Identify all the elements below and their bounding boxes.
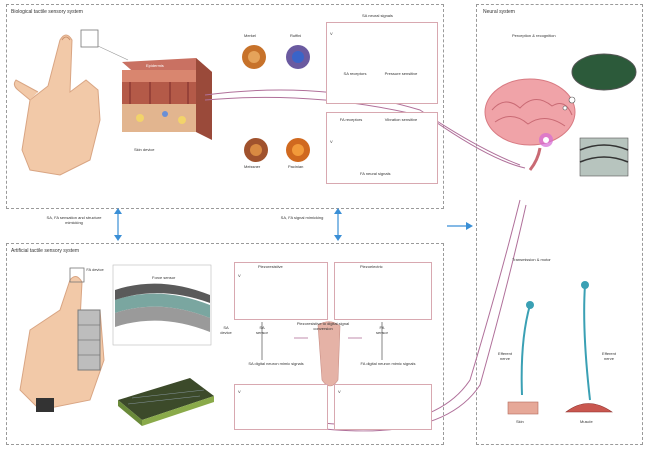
pacinian-label: Pacinian (288, 164, 304, 169)
sa-neural-signals-title: SA neural signals (362, 13, 393, 18)
ruffini-label: Ruffini (290, 33, 302, 38)
biological-panel-title: Biological tactile sensory system (11, 9, 83, 15)
fa-mimic-box (334, 384, 432, 430)
merkel-label: Merkel (244, 33, 257, 38)
piezoelectric-title: Piezoelectric (360, 264, 383, 269)
signal-conversion-label: Piezoresistive to digital signal convers… (296, 321, 350, 331)
fa-neural-signals-title: FA neural signals (360, 171, 391, 176)
sa-device-label: SA device (220, 325, 232, 335)
arrow-to-neural-system (447, 222, 473, 230)
neural-panel: Neural system (476, 4, 643, 445)
transmission-label: Transmission & motor (512, 257, 551, 262)
sa-receptors-label: SA receptors (343, 71, 367, 76)
fa-sensor-label: FA sensor (375, 325, 388, 335)
muscle-sample-image (565, 403, 613, 413)
finger-photo-image (317, 321, 341, 387)
epidermis-label: Epidermis (146, 63, 164, 68)
efferent-nerve-label: Efferent nerve (498, 351, 512, 361)
biological-panel: Biological tactile sensory system (6, 4, 444, 209)
texture-sample-image (579, 137, 629, 177)
thought-bubble (562, 53, 637, 111)
skin-label: Skin (516, 419, 524, 424)
perception-label: Perception & recognition (512, 33, 556, 38)
efferent-nerve-image (520, 284, 591, 401)
bidirectional-arrow-left (114, 208, 122, 241)
fa-receptors-label: FA receptors (339, 117, 363, 122)
sa-v-axis-label: V (330, 31, 333, 36)
force-sensor-label: Force sensor (152, 275, 176, 280)
skin-cross-section-image (122, 58, 212, 140)
sa-sensor-label: SA sensor (255, 325, 268, 335)
signal-mimicking-note: SA, FA signal mimicking (280, 215, 324, 220)
sa-mimic-v-axis-label: V (238, 389, 241, 394)
piezoelectric-box (334, 262, 432, 320)
neural-panel-title: Neural system (483, 9, 515, 15)
sa-mimic-box (234, 384, 328, 430)
piezoresistive-box (234, 262, 328, 320)
meissner-label: Meissner (244, 164, 261, 169)
pressure-sensitive-label: Pressure sensitive (384, 71, 418, 76)
electrode-array-image (118, 378, 214, 426)
sensation-mimicking-note: SA, FA sensation and structure mimicking (46, 215, 102, 225)
robotic-hand-image (19, 276, 105, 412)
biological-hand-image (13, 34, 101, 176)
efferent-nerve-label-2: Efferent nerve (602, 351, 616, 361)
sa-mimic-label: SA digital neuron mimic signals (248, 361, 304, 366)
skin-device-label: Skin device (134, 147, 155, 152)
piezoresistive-title: Piezoresistive (258, 264, 283, 269)
sa-signals-box (326, 22, 438, 104)
bidirectional-arrow-right (334, 208, 342, 241)
fa-v-axis-label: V (330, 139, 333, 144)
brain-image (484, 78, 576, 171)
fa-device-label: FA device (86, 267, 104, 272)
fa-mimic-v-axis-label: V (338, 389, 341, 394)
artificial-panel-title: Artificial tactile sensory system (11, 248, 80, 254)
fingertip-zoom-box (80, 29, 99, 48)
skin-sample-image (507, 401, 539, 415)
fa-signals-box (326, 112, 438, 184)
artificial-panel: Artificial tactile sensory system (6, 243, 444, 445)
robot-fingertip-zoom-box (69, 267, 85, 283)
piezo-v-axis-label: V (238, 273, 241, 278)
vibration-sensitive-label: Vibration sensitive (384, 117, 418, 122)
fa-mimic-label: FA digital neuron mimic signals (360, 361, 416, 366)
force-sensor-layers-image (112, 264, 212, 346)
muscle-label: Muscle (580, 419, 593, 424)
